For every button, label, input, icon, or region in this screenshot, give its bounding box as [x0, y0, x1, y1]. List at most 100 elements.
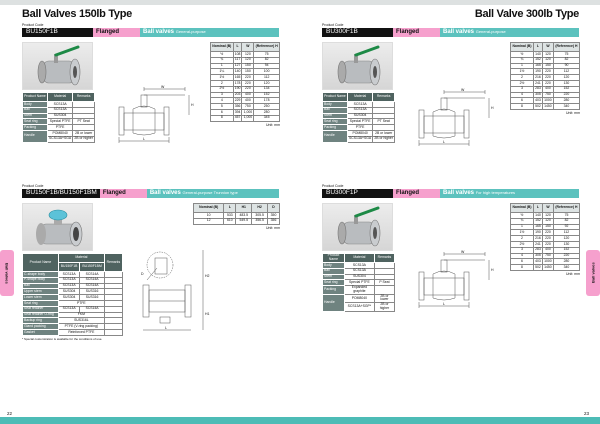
material: SCS13A+SGA: [46, 135, 74, 143]
cell: 8: [510, 103, 534, 110]
col-header: L: [232, 42, 243, 52]
col-header: W: [541, 203, 554, 213]
remarks: [103, 328, 124, 336]
col-header: (Reference) H: [253, 42, 280, 52]
cell: 283: [532, 246, 543, 254]
page-number-right: 23: [584, 411, 590, 416]
part-name: Packing: [322, 285, 345, 295]
dim-label-h1: H1: [205, 312, 210, 316]
unit-label: Unit: mm: [566, 272, 580, 277]
col-header: Material: [46, 92, 74, 102]
product-photo: [22, 42, 93, 90]
product-photo: [322, 42, 393, 90]
category-label: Ball valves For high temperatures: [440, 189, 579, 198]
dim-label-w: W: [161, 85, 165, 89]
col-header: Remarks: [72, 92, 95, 102]
left-page-title: Ball Valves 150lb Type: [22, 8, 132, 20]
col-header: Nominal (B): [510, 203, 534, 213]
col-header: (Reference) H: [552, 203, 581, 213]
cell: 8: [210, 114, 234, 122]
cell: 340: [552, 103, 581, 110]
part-name: Handle: [322, 130, 348, 143]
col-subheader: BU150F1BM: [79, 262, 105, 272]
part-name: Handle: [22, 130, 48, 143]
unit-label: Unit: mm: [566, 111, 580, 116]
remarks: 2B or higher: [373, 302, 396, 312]
cell: 120: [552, 235, 581, 242]
product-code: BU300F1P: [322, 189, 393, 198]
col-header: W: [241, 42, 255, 52]
material: POM8040: [343, 293, 375, 304]
col-header: Material: [57, 253, 105, 263]
top-strip: [0, 0, 600, 5]
cell: 350: [267, 212, 280, 219]
dim-label-w: W: [461, 88, 465, 92]
side-tab-right[interactable]: Ball valves: [586, 250, 600, 296]
material: PTFE: [46, 124, 74, 131]
product-code-label: Product Code: [22, 23, 44, 27]
material: POM8040: [46, 130, 74, 137]
cell: 1,000: [241, 114, 255, 122]
material: POM8040: [346, 130, 374, 137]
col-header: Remarks: [372, 92, 395, 102]
cell: 165: [532, 223, 543, 231]
cell: 152: [532, 56, 543, 64]
cell: 610: [223, 217, 237, 225]
remarks: [373, 285, 396, 295]
valve-drawing: [418, 252, 490, 308]
remarks: [372, 124, 395, 131]
connection-type: Flanged: [93, 28, 140, 37]
page-number-left: 22: [7, 411, 13, 416]
cell: 82: [552, 56, 581, 64]
cell: 533: [223, 212, 237, 219]
cell: 1450: [541, 103, 554, 110]
cell: 108: [232, 51, 243, 58]
material: SCS13A+SGA: [346, 135, 374, 143]
subcategory: General-purpose Trunnion type: [182, 190, 238, 195]
cell: 340: [552, 264, 581, 271]
dim-label-h: H: [491, 106, 494, 110]
cell: 92: [552, 223, 581, 231]
cell: 356: [267, 217, 280, 225]
connection-type: Flanged: [99, 189, 147, 198]
col-subheader: BU150F1B: [57, 262, 81, 272]
cell: 345: [253, 114, 280, 122]
material: Reinforced PTFE: [57, 328, 105, 336]
cell: 1450: [541, 264, 554, 271]
product-code-label: Product Code: [322, 184, 344, 188]
cell: 82: [253, 56, 280, 64]
side-tab-left[interactable]: Ball valves: [0, 250, 14, 296]
